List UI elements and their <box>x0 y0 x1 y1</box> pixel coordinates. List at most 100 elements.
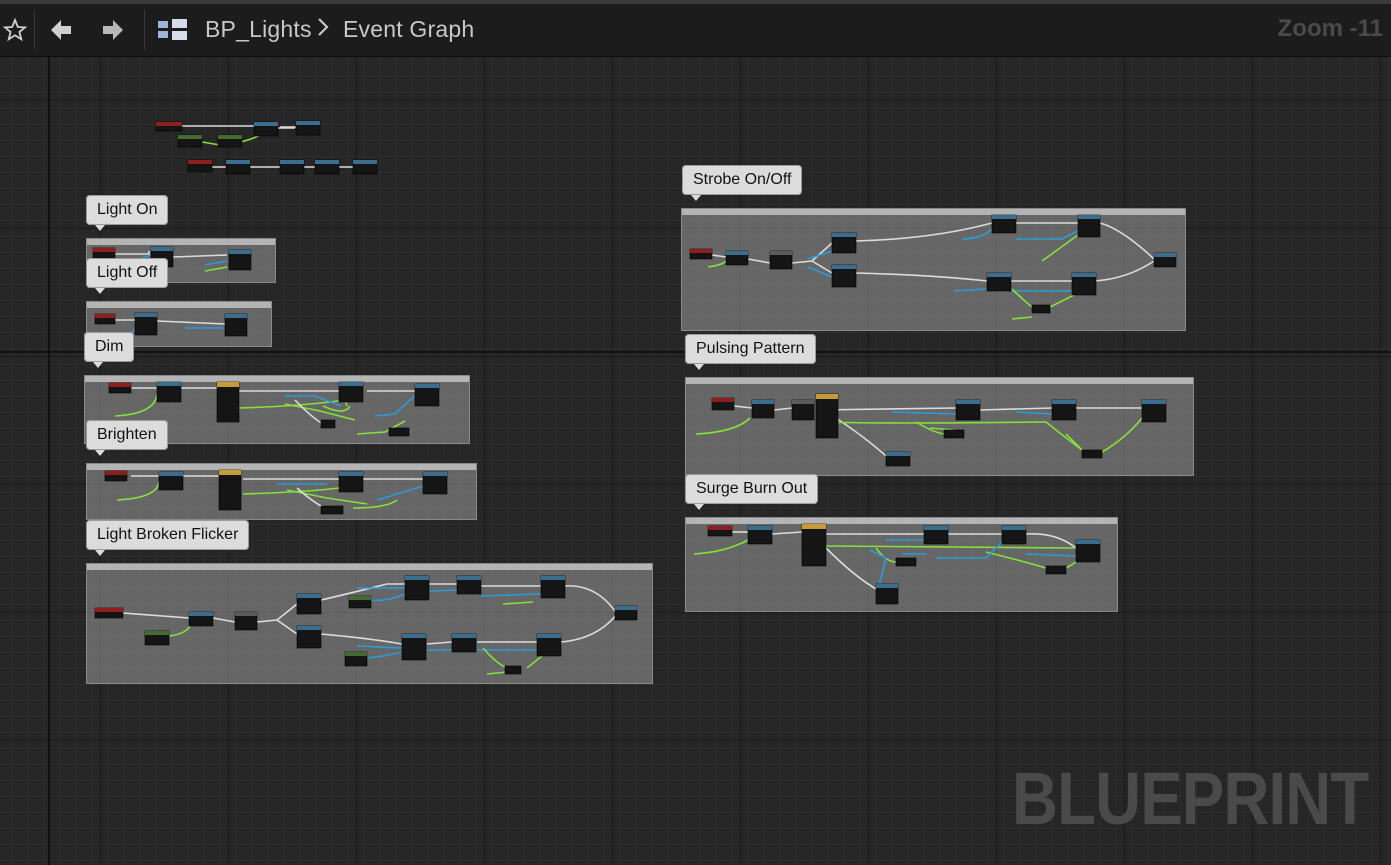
function-node[interactable] <box>923 525 949 545</box>
function-node[interactable] <box>1071 272 1097 296</box>
event-node[interactable] <box>187 159 213 173</box>
arrow-right-icon[interactable] <box>96 4 130 56</box>
event-node[interactable] <box>94 607 124 619</box>
function-node[interactable] <box>338 471 364 493</box>
function-node[interactable] <box>338 381 364 403</box>
function-node[interactable] <box>188 611 214 627</box>
function-node[interactable] <box>986 272 1012 292</box>
star-icon[interactable] <box>0 4 30 56</box>
timeline-node[interactable] <box>815 393 839 439</box>
comment-label[interactable]: Dim <box>84 332 135 368</box>
function-node[interactable] <box>614 605 638 621</box>
function-node[interactable] <box>422 471 448 495</box>
event-node[interactable] <box>707 525 733 537</box>
delay-node[interactable] <box>769 250 793 270</box>
function-node[interactable] <box>414 383 440 407</box>
function-node[interactable] <box>1141 399 1167 423</box>
function-node[interactable] <box>885 451 911 467</box>
event-node[interactable] <box>689 248 713 260</box>
graph-origin-vertical <box>48 56 50 865</box>
function-node[interactable] <box>751 399 775 419</box>
function-node[interactable] <box>224 313 248 337</box>
arrow-left-icon[interactable] <box>44 4 78 56</box>
function-node[interactable] <box>158 471 184 491</box>
function-node[interactable] <box>352 159 378 175</box>
function-node[interactable] <box>296 593 322 615</box>
delay-node[interactable] <box>791 399 815 421</box>
chevron-right-icon <box>316 14 330 46</box>
comment-label[interactable]: Pulsing Pattern <box>685 334 816 370</box>
function-node[interactable] <box>1077 214 1101 238</box>
function-node[interactable] <box>875 583 899 605</box>
comment-label[interactable]: Light On <box>86 195 169 231</box>
function-node[interactable] <box>536 633 562 657</box>
toolbar-separator <box>144 10 145 50</box>
variable-node[interactable] <box>217 134 243 148</box>
function-node[interactable] <box>1153 252 1177 268</box>
variable-node[interactable] <box>177 134 203 148</box>
comment-label[interactable]: Light Off <box>86 258 169 294</box>
toolbar-separator <box>34 10 35 50</box>
function-node[interactable] <box>747 525 773 545</box>
function-node[interactable] <box>1075 539 1101 563</box>
function-node[interactable] <box>253 121 279 137</box>
math-node[interactable] <box>320 419 336 429</box>
function-node[interactable] <box>955 399 981 421</box>
comment-box-brighten[interactable] <box>86 463 477 520</box>
loose-nodes-cluster <box>155 120 378 175</box>
event-node[interactable] <box>92 247 116 259</box>
function-node[interactable] <box>725 250 749 266</box>
comment-box-pulsing[interactable] <box>685 377 1194 476</box>
comment-label[interactable]: Brighten <box>86 420 168 456</box>
function-node[interactable] <box>314 159 340 175</box>
math-node[interactable] <box>1081 449 1103 459</box>
comment-label[interactable]: Surge Burn Out <box>685 474 819 510</box>
function-node[interactable] <box>991 214 1017 234</box>
function-node[interactable] <box>134 312 158 336</box>
function-node[interactable] <box>156 381 182 403</box>
breadcrumb-graph[interactable]: Event Graph <box>343 16 475 42</box>
function-node[interactable] <box>404 575 430 601</box>
comment-box-surge[interactable] <box>685 517 1118 612</box>
zoom-level: Zoom -11 <box>1277 15 1383 42</box>
function-node[interactable] <box>228 249 252 271</box>
function-node[interactable] <box>1001 525 1027 545</box>
math-node[interactable] <box>943 429 965 439</box>
event-node[interactable] <box>711 397 735 411</box>
event-node[interactable] <box>108 382 132 394</box>
function-node[interactable] <box>279 159 305 175</box>
comment-box-strobe[interactable] <box>681 208 1186 331</box>
timeline-node[interactable] <box>216 381 240 423</box>
graph-icon <box>156 4 190 56</box>
math-node[interactable] <box>320 505 344 515</box>
variable-node[interactable] <box>344 651 368 667</box>
blueprint-watermark: BLUEPRINT <box>1012 757 1369 840</box>
function-node[interactable] <box>831 232 857 254</box>
function-node[interactable] <box>401 633 427 661</box>
timeline-node[interactable] <box>218 469 242 511</box>
event-node[interactable] <box>104 470 128 482</box>
comment-label[interactable]: Light Broken Flicker <box>86 520 250 556</box>
delay-node[interactable] <box>234 611 258 631</box>
function-node[interactable] <box>296 625 322 649</box>
math-node[interactable] <box>895 557 917 567</box>
timeline-node[interactable] <box>801 523 827 567</box>
math-node[interactable] <box>388 427 410 437</box>
math-node[interactable] <box>1045 565 1067 575</box>
function-node[interactable] <box>451 633 477 653</box>
event-node[interactable] <box>155 121 183 132</box>
function-node[interactable] <box>225 159 251 175</box>
function-node[interactable] <box>831 264 857 288</box>
function-node[interactable] <box>295 120 321 136</box>
variable-node[interactable] <box>144 630 170 646</box>
function-node[interactable] <box>540 575 566 599</box>
math-node[interactable] <box>504 665 522 675</box>
breadcrumb-blueprint[interactable]: BP_Lights <box>205 16 312 42</box>
comment-label[interactable]: Strobe On/Off <box>682 165 803 201</box>
variable-node[interactable] <box>348 595 372 609</box>
comment-box-light-broken-flicker[interactable] <box>86 563 653 684</box>
function-node[interactable] <box>1051 399 1077 421</box>
function-node[interactable] <box>456 575 482 595</box>
event-node[interactable] <box>94 313 116 325</box>
math-node[interactable] <box>1031 304 1051 314</box>
